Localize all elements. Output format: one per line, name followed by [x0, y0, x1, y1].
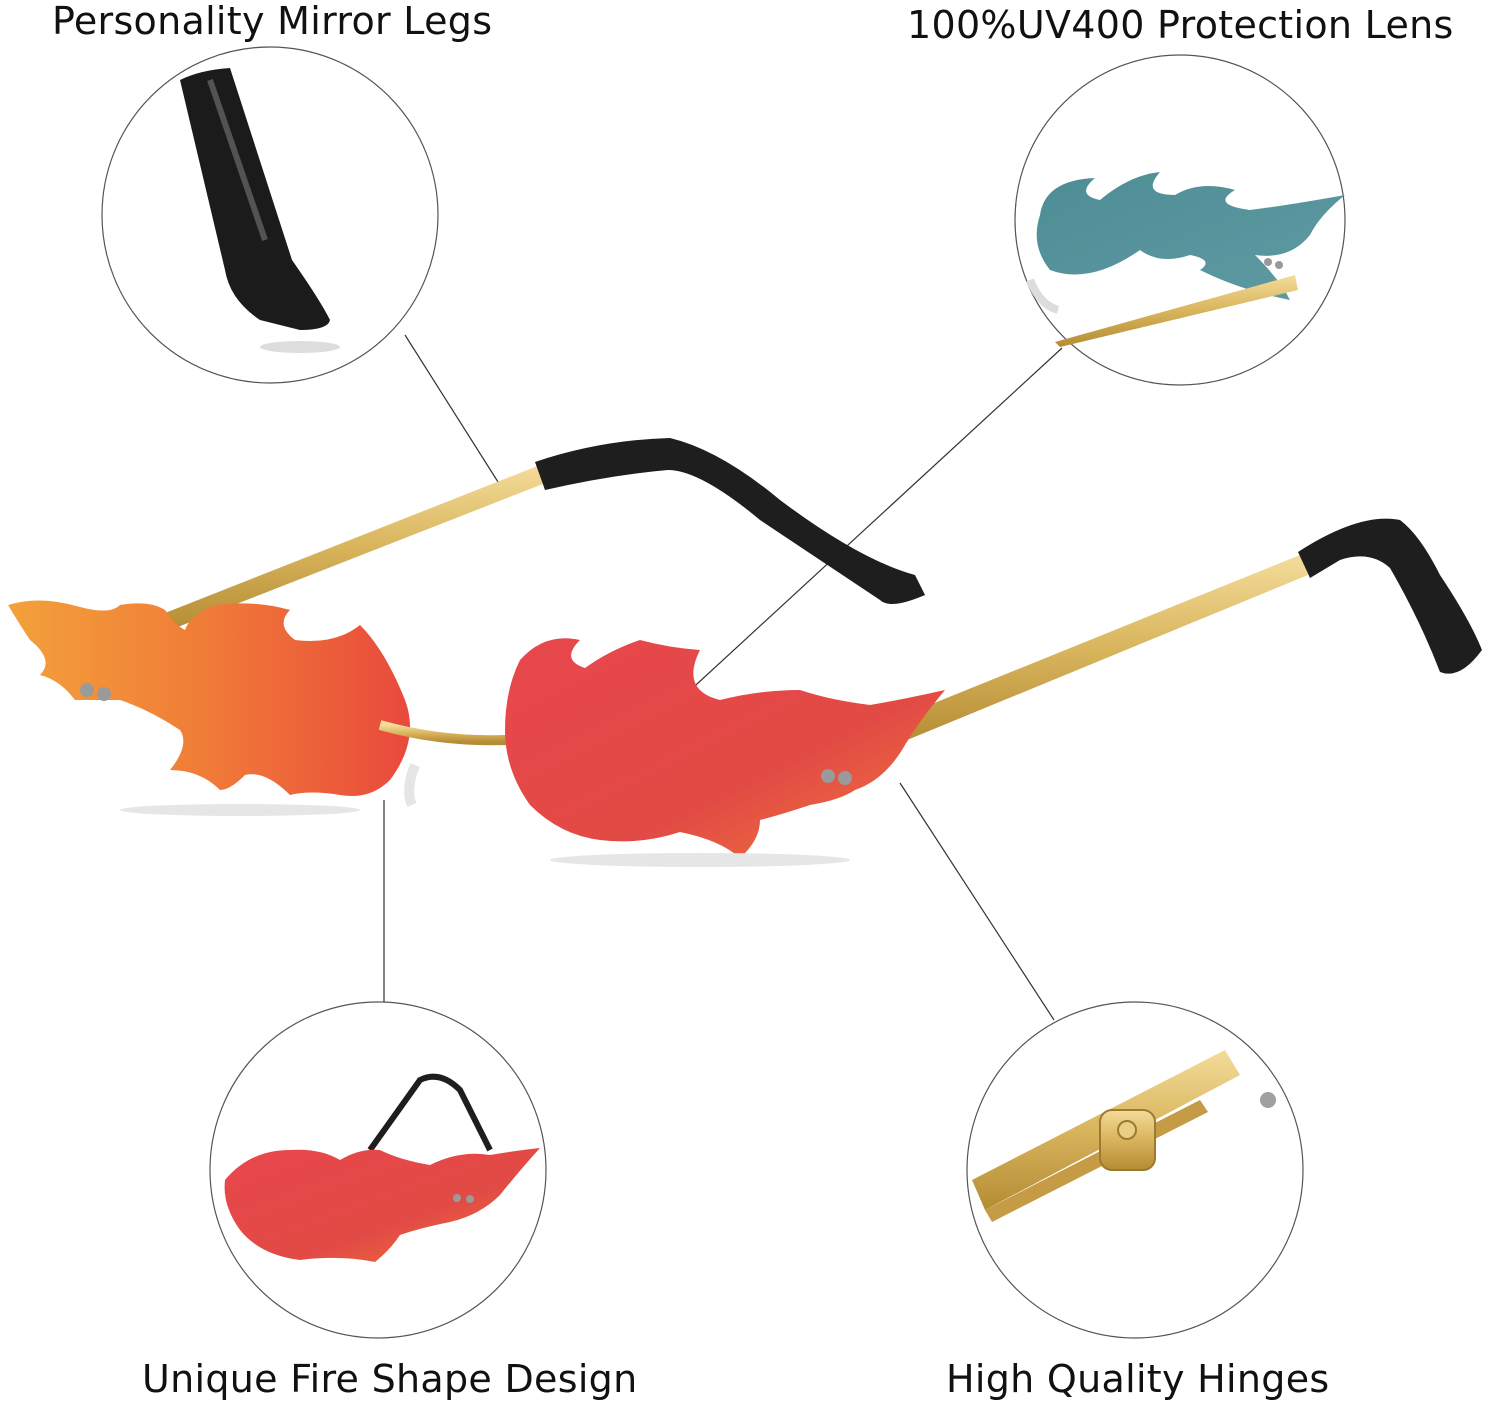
lens-closeup-circle [1014, 54, 1346, 386]
leg-closeup-circle [101, 46, 439, 384]
caption-uv-protection: 100%UV400 Protection Lens [907, 3, 1454, 47]
caption-hinges: High Quality Hinges [946, 1357, 1330, 1401]
fire-closeup-circle [209, 1001, 547, 1339]
sunglasses-main [8, 438, 1482, 867]
caption-fire-shape: Unique Fire Shape Design [142, 1357, 638, 1401]
hinge-closeup-circle [966, 1001, 1304, 1339]
caption-mirror-legs: Personality Mirror Legs [52, 0, 493, 43]
pointer-lines [383, 334, 1063, 1021]
